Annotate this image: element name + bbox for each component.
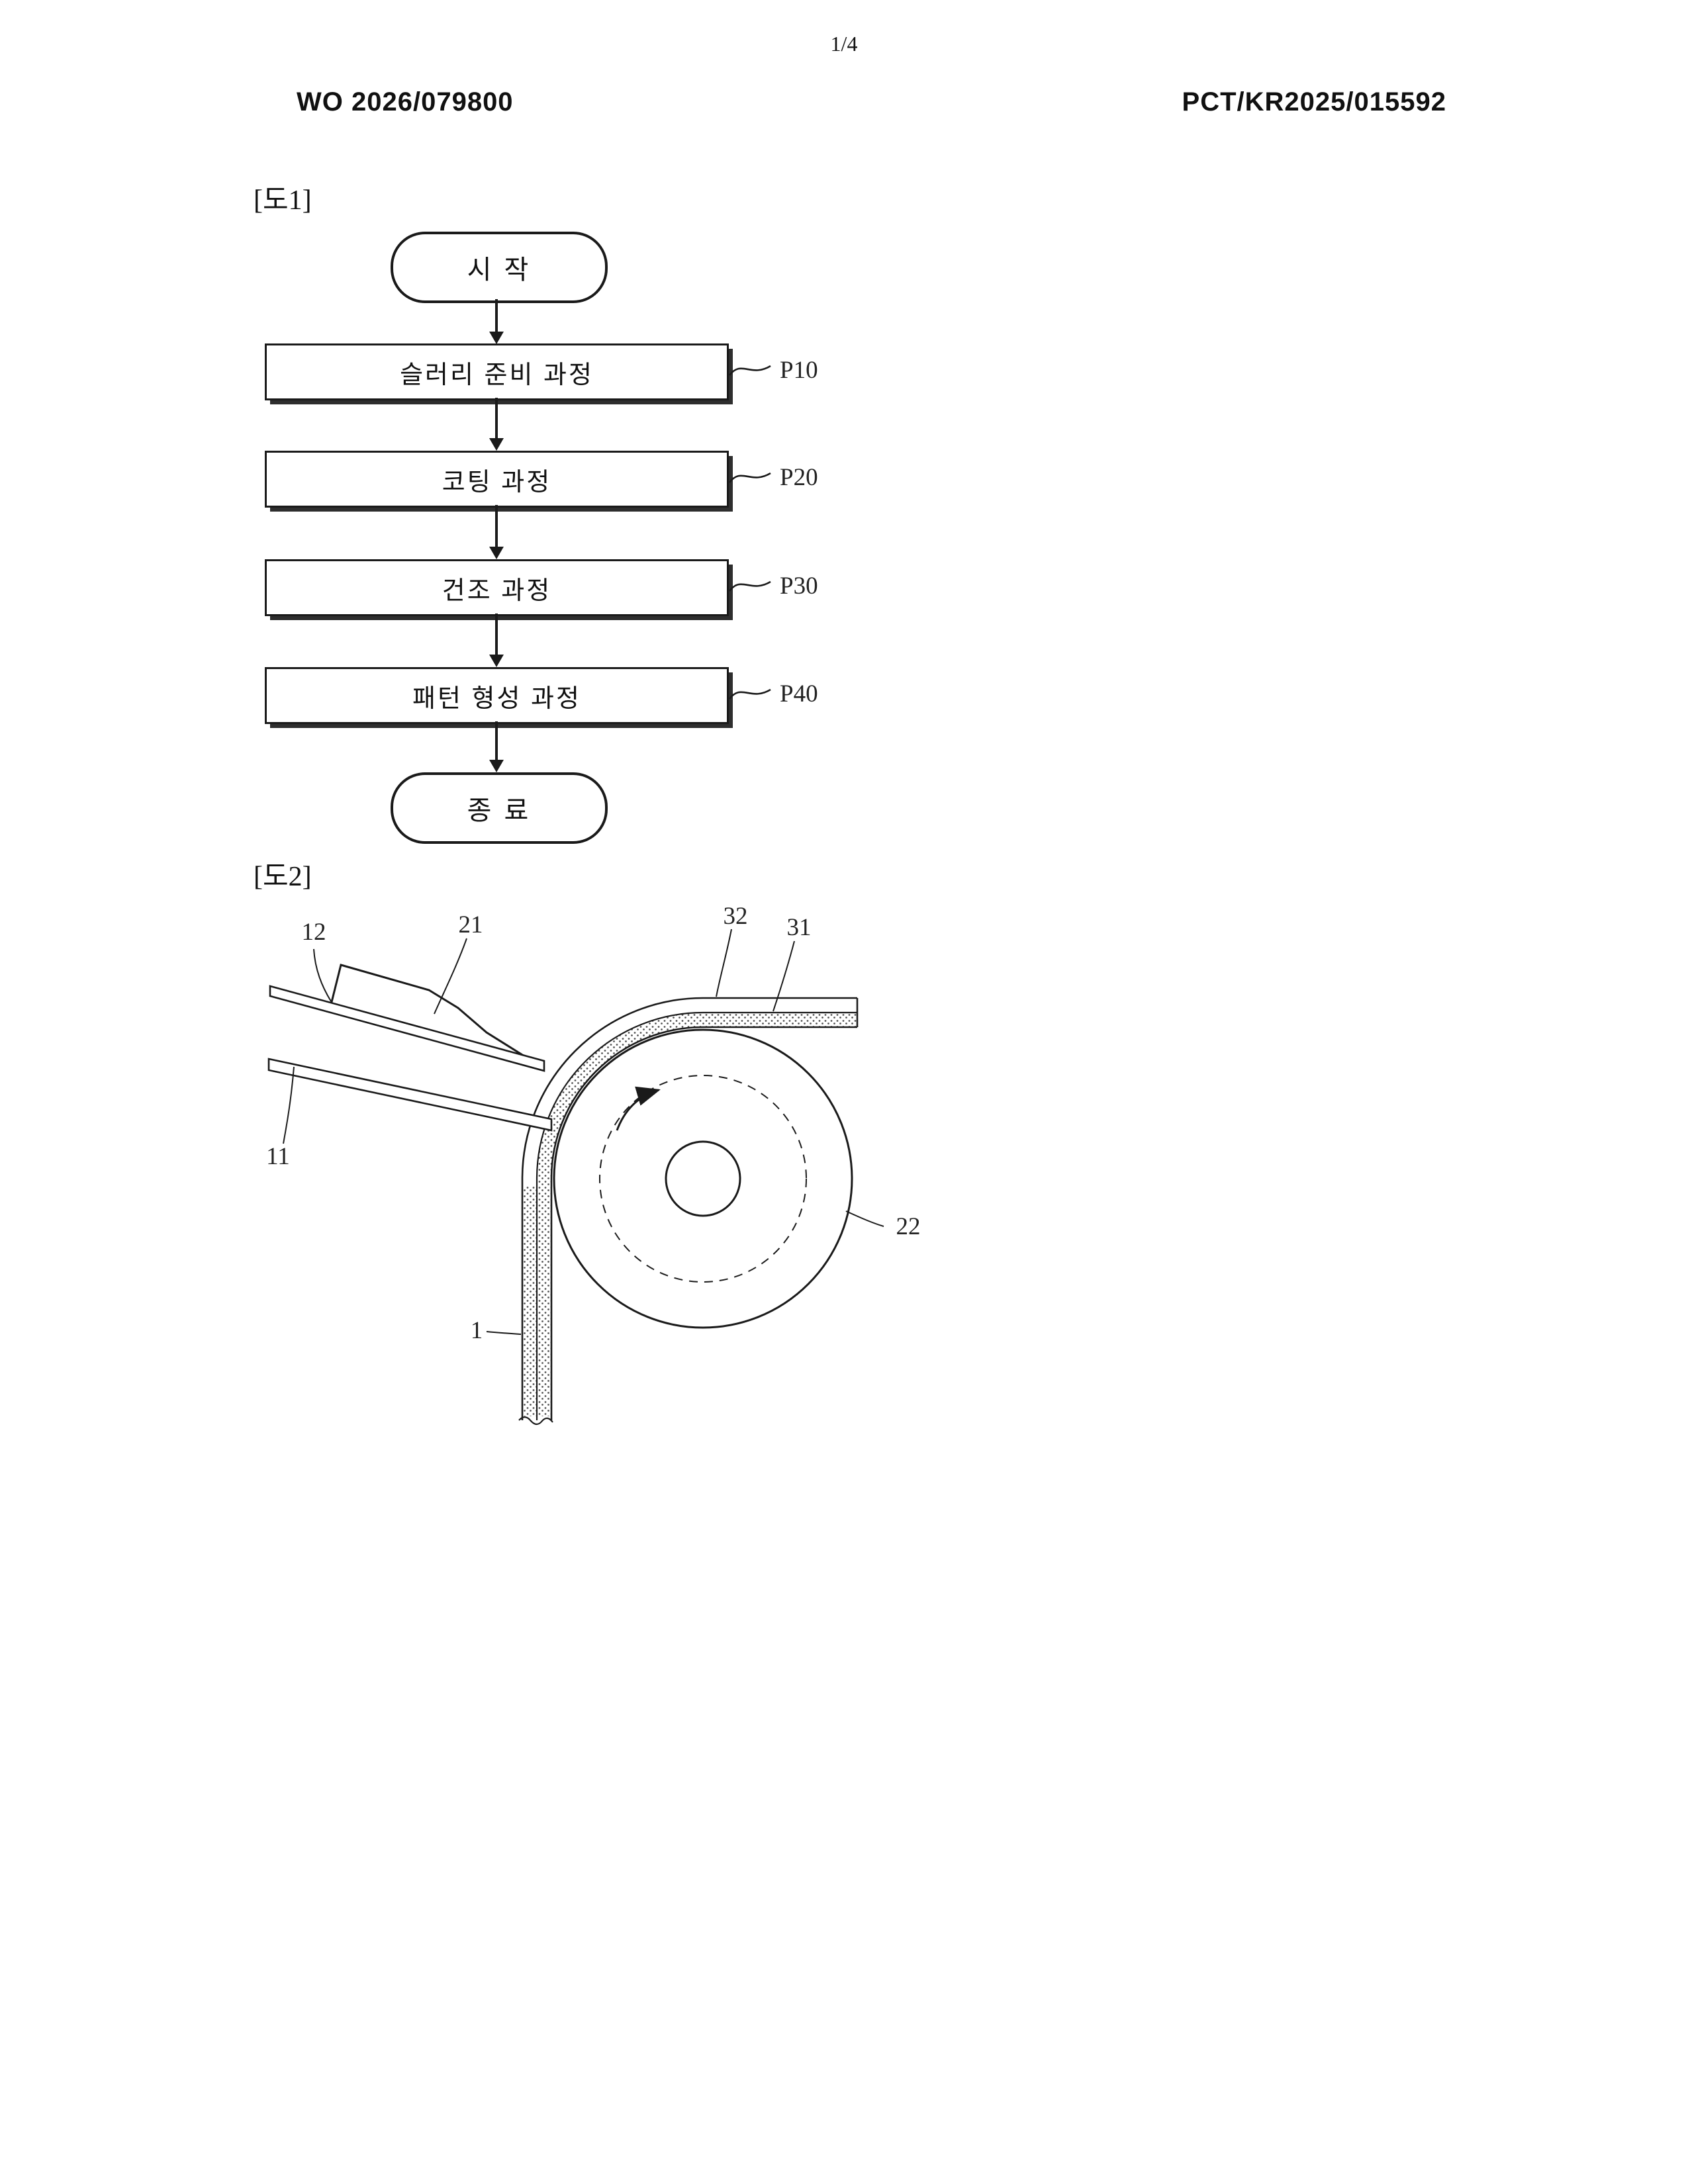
fig2-drawing: 12 21 32 31 22 1 11 — [258, 900, 960, 1453]
ref-p40-label: P40 — [780, 680, 818, 707]
ref-p20-label: P20 — [780, 463, 818, 491]
rotation-dash-circle — [599, 1075, 807, 1283]
label-22: 22 — [896, 1213, 921, 1240]
label-12: 12 — [302, 919, 326, 946]
label-31: 31 — [787, 914, 812, 941]
label-21: 21 — [459, 911, 483, 938]
flow-arrow — [489, 721, 504, 772]
ref-p30: P30 — [727, 571, 818, 600]
leader-curve-icon — [728, 472, 771, 483]
step-1-label: 슬러리 준비 과정 — [400, 361, 594, 389]
flow-arrow — [489, 505, 504, 559]
flowchart-step-4: 패턴 형성 과정 — [265, 667, 729, 724]
ref-p30-label: P30 — [780, 572, 818, 600]
ref-p20: P20 — [727, 463, 818, 492]
leader-21 — [434, 938, 467, 1015]
flow-arrow — [489, 398, 504, 451]
roller-hub — [665, 1140, 741, 1217]
flowchart-step-2: 코팅 과정 — [265, 451, 729, 508]
fig1-caption: [도1] — [254, 185, 312, 216]
ref-p10-label: P10 — [780, 356, 818, 384]
leader-curve-icon — [728, 365, 771, 376]
label-1: 1 — [471, 1317, 483, 1344]
web-torn-edge — [518, 1416, 553, 1426]
flowchart-step-1: 슬러리 준비 과정 — [265, 343, 729, 400]
application-number: PCT/KR2025/015592 — [1182, 87, 1446, 116]
step-4-label: 패턴 형성 과정 — [412, 684, 581, 713]
leader-22 — [845, 1210, 884, 1227]
publication-number: WO 2026/079800 — [297, 87, 514, 116]
rotation-arrow — [616, 1086, 661, 1131]
start-label: 시 작 — [467, 255, 532, 285]
upper-substrate-blade — [269, 985, 545, 1072]
flowchart-start-node: 시 작 — [391, 232, 608, 303]
web-separator-line — [536, 1011, 857, 1420]
label-32: 32 — [724, 903, 748, 930]
label-11: 11 — [266, 1143, 290, 1170]
end-label: 종 료 — [467, 796, 532, 825]
leader-12 — [313, 948, 332, 1002]
web-outer-line — [521, 997, 857, 1420]
step-2-label: 코팅 과정 — [442, 468, 552, 496]
web-inner-line — [550, 1026, 857, 1420]
leader-1 — [486, 1331, 522, 1335]
leader-32 — [716, 929, 732, 997]
ref-p10: P10 — [727, 355, 818, 385]
fig2-caption: [도2] — [254, 862, 312, 892]
flowchart-step-3: 건조 과정 — [265, 559, 729, 616]
leader-11 — [283, 1066, 295, 1144]
lower-substrate-blade — [267, 1058, 553, 1132]
step-3-label: 건조 과정 — [442, 576, 552, 605]
coating-stipple-strip — [522, 1186, 537, 1416]
flowchart-end-node: 종 료 — [391, 772, 608, 844]
ref-p40: P40 — [727, 679, 818, 708]
flow-arrow — [489, 299, 504, 344]
flow-arrow — [489, 614, 504, 667]
leader-31 — [773, 940, 795, 1012]
leader-curve-icon — [728, 580, 771, 592]
leader-curve-icon — [728, 688, 771, 700]
page-number: 1/4 — [830, 32, 858, 56]
coating-apparatus-diagram: 12 21 32 31 22 1 11 — [266, 903, 921, 1426]
